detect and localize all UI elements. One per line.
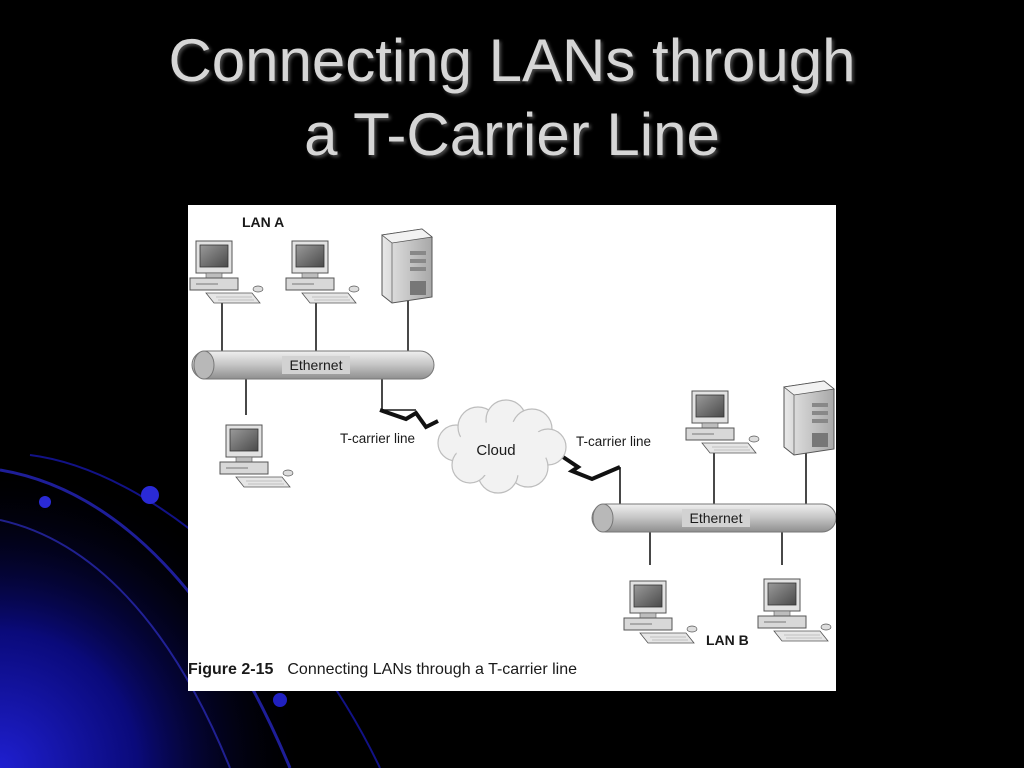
lan-b-workstation-1-computer-icon — [685, 390, 760, 454]
ethernet-a-label-bg — [282, 356, 350, 374]
ethernet-b-label: Ethernet — [690, 510, 743, 526]
figure-caption: Figure 2-15 Connecting LANs through a T-c… — [188, 661, 577, 683]
ethernet-b-label-bg — [682, 509, 750, 527]
lan-a-server-icon — [381, 228, 433, 304]
cloud-label: Cloud — [476, 442, 515, 459]
figure-caption-text: Connecting LANs through a T-carrier line — [287, 661, 577, 678]
figure-panel: Ethernet Ethernet — [188, 205, 836, 691]
lan-a-workstation-2-computer-icon — [285, 240, 360, 304]
lan-b-label: LAN B — [706, 632, 749, 648]
tcarrier-b-lightning-icon — [558, 453, 621, 482]
tcarrier-a-lightning-icon — [379, 408, 439, 430]
lan-a-label: LAN A — [242, 214, 284, 230]
figure-number: Figure 2-15 — [188, 661, 274, 678]
lan-b-workstation-3-computer-icon — [757, 578, 832, 642]
tcarrier-b-label: T-carrier line — [576, 434, 651, 449]
cloud-icon — [437, 399, 567, 494]
slide-title: Connecting LANs through a T-Carrier Line — [0, 24, 1024, 172]
slide-title-line1: Connecting LANs through — [168, 27, 856, 94]
slide-title-line2: a T-Carrier Line — [304, 101, 720, 168]
lan-b-server-icon — [783, 380, 835, 456]
network-diagram: Ethernet Ethernet — [189, 214, 836, 648]
lan-a-workstation-3-computer-icon — [219, 424, 294, 488]
lan-b-workstation-2-computer-icon — [623, 580, 698, 644]
lan-a-workstation-1-computer-icon — [189, 240, 264, 304]
ethernet-a-label: Ethernet — [290, 357, 343, 373]
tcarrier-a-label: T-carrier line — [340, 431, 415, 446]
